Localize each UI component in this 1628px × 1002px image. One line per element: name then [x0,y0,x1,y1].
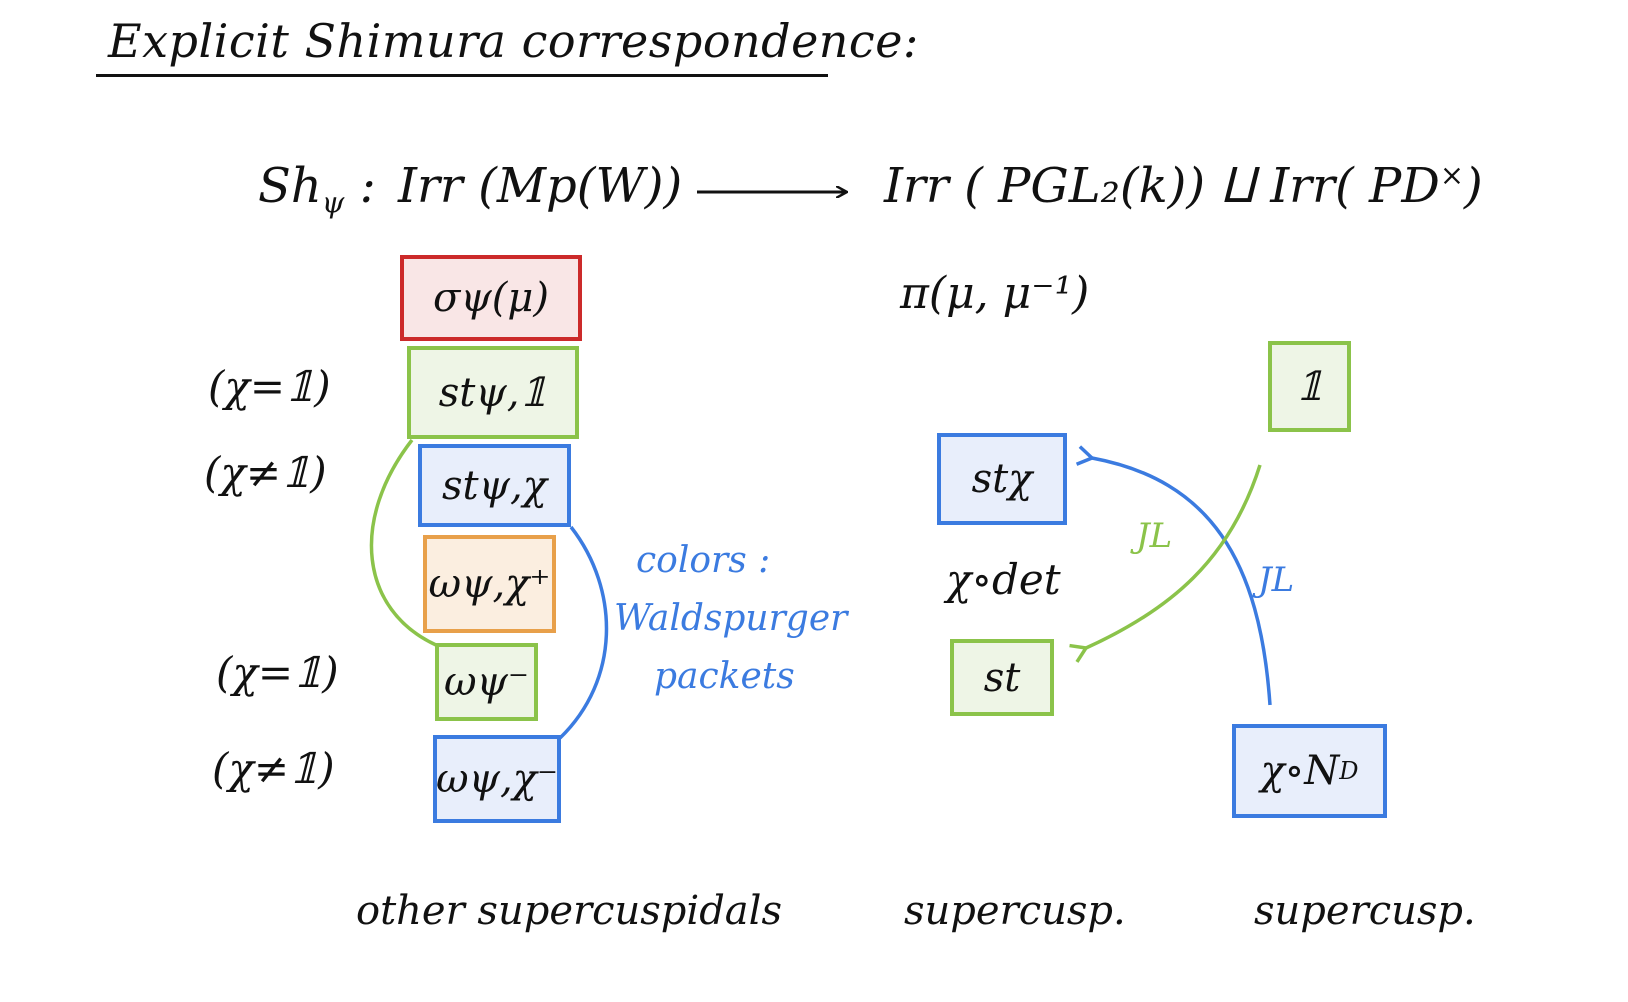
map-colon: : [359,158,376,214]
page-title: Explicit Shimura correspondence: [108,14,919,68]
jl-green-arrow [1069,464,1262,663]
box-omega-plus-chi: ωψ,χ⁺ [423,535,556,633]
map-subscript: ψ [321,185,345,220]
box-sigma: σψ(μ) [400,255,582,341]
condition-chi-eq-1-upper: (χ=𝟙) [208,362,331,411]
codomain-text: Irr ( PGL₂(k)) ⨿ Irr( PD [884,158,1440,214]
chi-nd-text: χ∘N [1260,748,1340,794]
box-trivial: 𝟙 [1268,341,1351,432]
blue-packet-curve [558,525,609,740]
box-st-one: stψ,𝟙 [407,346,579,439]
box-st: st [950,639,1054,716]
box-omega-minus-chi: ωψ,χ⁻ [433,735,561,823]
box-st-chi: stψ,χ [418,444,571,527]
map-domain: Irr (Mp(W)) [398,158,683,214]
note-waldspurger: Waldspurger [614,598,848,639]
chi-det: χ∘det [946,555,1061,604]
jl-label-blue: JL [1258,560,1295,600]
title-underline [96,74,828,77]
shimura-map-name: Shψ : [258,158,376,220]
note-colors: colors : [636,540,771,581]
jl-label-green: JL [1136,516,1173,556]
condition-chi-neq-1-lower: (χ≠𝟙) [212,744,335,793]
map-codomain: Irr ( PGL₂(k)) ⨿ Irr( PD×) [884,158,1483,215]
green-packet-curve [369,438,437,647]
condition-chi-eq-1-lower: (χ=𝟙) [216,648,339,697]
footer-supercusp-middle: supercusp. [904,888,1126,934]
jl-blue-arrow [1075,445,1272,706]
box-st-chi-right: stχ [937,433,1067,525]
principal-series-pi: π(μ, μ⁻¹) [900,268,1090,319]
condition-chi-neq-1-upper: (χ≠𝟙) [204,448,327,497]
chi-nd-subscript: D [1339,757,1359,785]
footer-supercusp-right: supercusp. [1254,888,1476,934]
note-packets: packets [654,656,795,697]
box-omega-minus: ωψ⁻ [435,643,538,721]
codomain-end: ) [1463,158,1483,214]
footer-other-supercuspidals: other supercuspidals [356,888,782,934]
map-symbol: Sh [258,158,322,214]
codomain-superscript: × [1439,158,1464,192]
